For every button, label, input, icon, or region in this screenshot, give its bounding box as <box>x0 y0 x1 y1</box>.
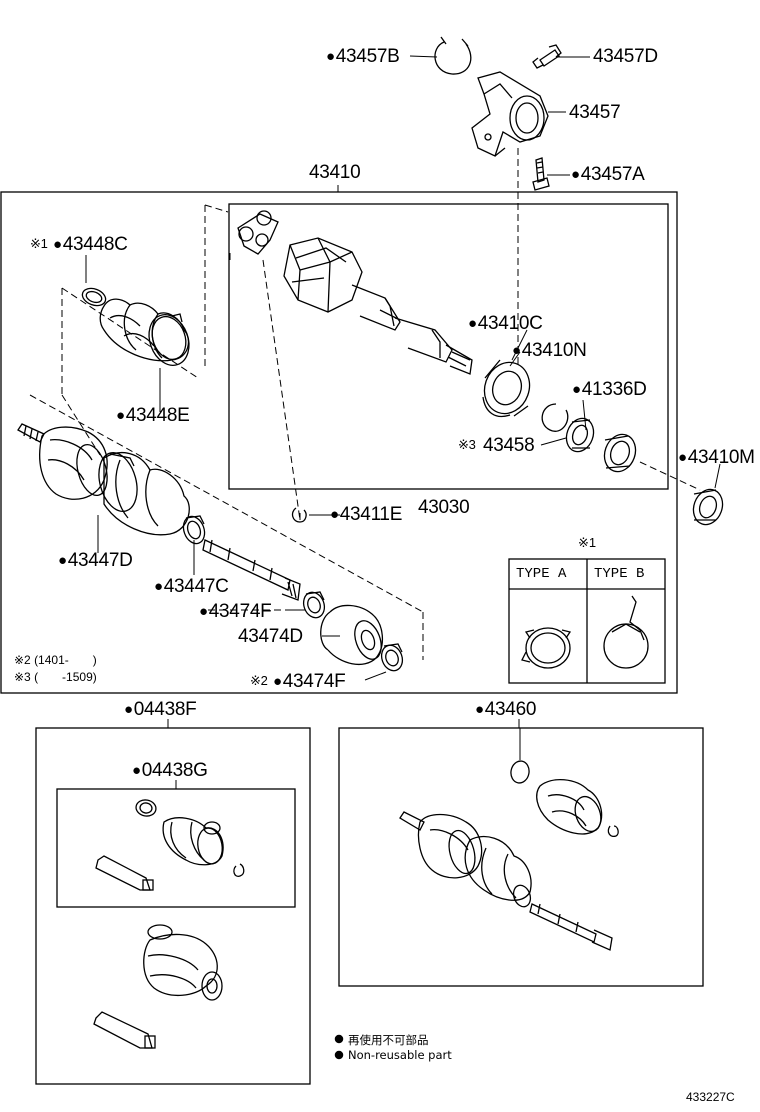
label-41336D-text: 41336D <box>581 379 647 400</box>
clamp-type-b <box>603 595 649 669</box>
assembly-43460-frame <box>338 727 704 987</box>
label-43410: 43410 <box>309 162 361 183</box>
kit-04438F-parts <box>93 924 223 1049</box>
note-43448C: ※1 <box>30 236 48 251</box>
label-04438F: 04438F <box>124 699 197 720</box>
label-43474F-b-text: 43474F <box>282 671 346 692</box>
note-43458: ※3 <box>458 437 476 452</box>
label-43448E-text: 43448E <box>125 405 190 426</box>
note-43474F-b: ※2 <box>250 673 268 688</box>
label-43457B-text: 43457B <box>335 46 400 67</box>
label-43447D: 43447D <box>58 551 133 570</box>
label-43411E: 43411E <box>330 504 403 525</box>
label-04438G: 04438G <box>132 761 208 780</box>
label-43410N-text: 43410N <box>521 340 587 361</box>
boot-43448 <box>99 298 190 362</box>
clamp-type-a <box>521 627 572 669</box>
label-43410N: 43410N <box>512 341 587 360</box>
label-43457A-text: 43457A <box>580 164 645 185</box>
label-04438G-text: 04438G <box>141 760 208 781</box>
label-43457B: 43457B <box>326 46 400 67</box>
label-43447C-text: 43447C <box>163 576 229 597</box>
label-43447C: 43447C <box>154 577 229 596</box>
label-43447D-text: 43447D <box>67 550 133 571</box>
type-a-label: TYPE A <box>516 566 567 582</box>
label-04438F-text: 04438F <box>133 699 197 720</box>
label-43457D-text: 43457D <box>593 46 658 67</box>
label-43474F-a-text: 43474F <box>208 601 272 622</box>
label-43474F-b: 43474F <box>273 671 346 692</box>
assembly-43030-frame <box>228 203 669 490</box>
bracket-43457 <box>471 71 549 157</box>
inboard-joint-43030 <box>237 210 473 375</box>
label-43410M-text: 43410M <box>687 447 755 468</box>
bolt-43457A <box>532 157 550 191</box>
figure-code: 433227C <box>686 1090 735 1104</box>
label-43457A: 43457A <box>571 164 645 185</box>
bolt-43457D <box>532 44 562 69</box>
label-43474F-a: 43474F <box>199 601 272 622</box>
label-43458: 43458 <box>483 435 535 456</box>
label-43448C: 43448C <box>53 235 128 254</box>
label-43411E-text: 43411E <box>339 504 403 525</box>
clamp-43474F-lower <box>380 643 404 672</box>
kit-04438G-parts <box>95 799 245 891</box>
boot-clamp-43448C <box>81 287 107 307</box>
label-43457: 43457 <box>569 102 621 123</box>
shaft-assembly-43460 <box>399 760 619 951</box>
label-43410C-text: 43410C <box>477 313 543 334</box>
seal-43410M <box>692 488 724 526</box>
outboard-joint-43447D <box>17 423 190 536</box>
label-43410C: 43410C <box>468 314 543 333</box>
snap-ring-43458 <box>541 403 569 432</box>
seal-43030 <box>603 433 637 473</box>
clamp-43447C <box>182 515 206 545</box>
note-2: ※2 (1401- ) <box>14 653 97 667</box>
label-43460-text: 43460 <box>484 699 537 720</box>
shaft <box>202 539 301 601</box>
clip-43457B <box>434 36 472 75</box>
seal-41336D <box>565 417 595 453</box>
assembly-43410-frame <box>0 191 678 694</box>
boot-band-43448E <box>148 313 190 366</box>
kit-04438F-frame <box>35 727 311 1085</box>
label-43448E: 43448E <box>116 405 190 426</box>
label-43460: 43460 <box>475 699 537 720</box>
bearing-43410N <box>482 359 531 418</box>
label-43474D: 43474D <box>238 626 303 647</box>
legend-english: Non-reusable part <box>348 1048 452 1062</box>
clamp-43474F-upper <box>302 591 326 619</box>
label-43448C-text: 43448C <box>62 234 128 255</box>
label-41336D: 41336D <box>572 380 647 399</box>
note-3: ※3 ( -1509) <box>14 670 97 684</box>
label-43457D: 43457D <box>593 47 658 66</box>
type-b-label: TYPE B <box>594 566 645 582</box>
label-43410M: 43410M <box>678 448 755 467</box>
label-43030: 43030 <box>418 497 470 518</box>
damper-43474D <box>320 604 383 666</box>
circlip-43411E <box>291 507 307 523</box>
legend-japanese: 再使用不可部品 <box>348 1033 429 1047</box>
type-box-marker: ※1 <box>578 535 597 550</box>
